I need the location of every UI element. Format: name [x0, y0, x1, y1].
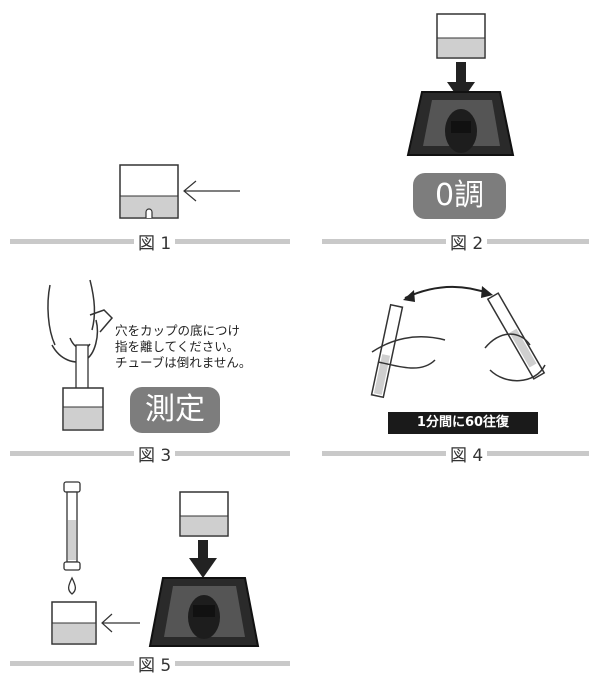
tube-right: [486, 292, 546, 380]
measuring-device: [406, 91, 515, 156]
zero-adjust-badge: 0調: [413, 173, 506, 219]
tube-icon: [63, 481, 81, 571]
left-arrow-icon: [101, 613, 140, 633]
shake-rate-label: 1分間に60往復: [388, 412, 538, 434]
figure-5-caption: 図 5: [134, 651, 176, 676]
hand-left: [371, 336, 446, 369]
instruction-line-2: 指を離してください。: [115, 339, 240, 354]
measuring-device: [148, 577, 260, 647]
cup-icon: [179, 491, 229, 537]
measure-badge: 測定: [130, 387, 220, 433]
instruction-line-1: 穴をカップの底につけ: [115, 323, 241, 338]
instruction-line-3: チューブは倒れません。: [115, 355, 252, 370]
figure-4-caption: 図 4: [446, 441, 488, 466]
hand-right: [484, 333, 546, 382]
figure-2-caption: 図 2: [446, 229, 488, 254]
left-arrow-icon: [183, 180, 240, 202]
down-arrow-icon: [189, 540, 217, 578]
cup-icon: [436, 13, 486, 59]
figure-3-caption: 図 3: [134, 441, 176, 466]
figure-1-caption: 図 1: [134, 229, 176, 254]
cup-with-liquid: [119, 164, 179, 219]
drop-icon: [67, 576, 77, 595]
tube-in-cup: [62, 344, 104, 431]
shake-motion-arrow: [403, 285, 493, 302]
cup-icon: [51, 601, 97, 645]
